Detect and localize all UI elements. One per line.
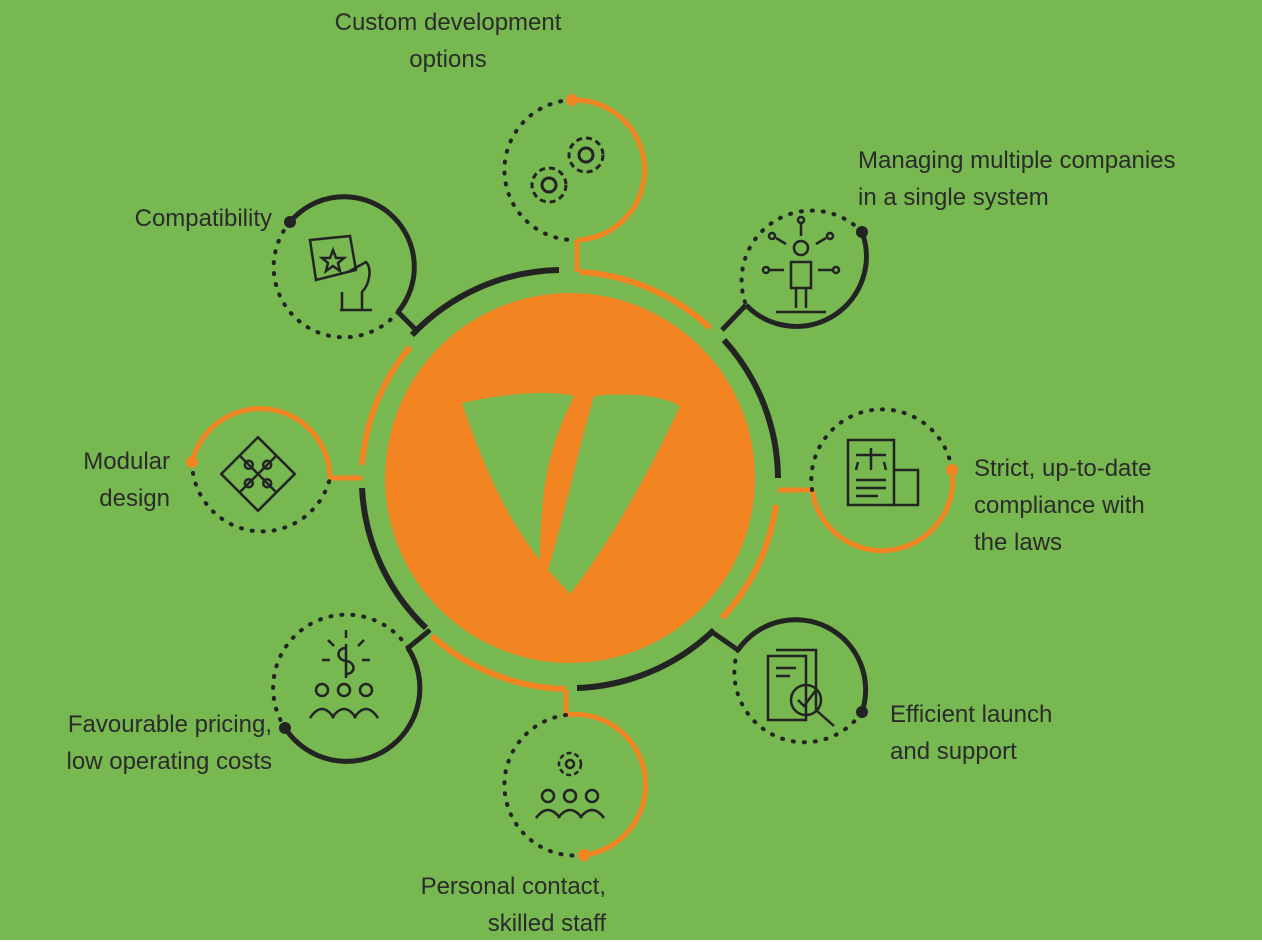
satellite-dotted-arc [732, 648, 864, 745]
label-line: in a single system [858, 184, 1049, 211]
gears-icon [530, 136, 605, 204]
brand-v-shield-logo [462, 392, 680, 594]
label-multiple-companies: Managing multiple companies in a single … [858, 142, 1254, 216]
satellite-launch-support [732, 617, 869, 745]
satellite-personal-contact [502, 711, 649, 861]
ring-arc-bottom-left [429, 633, 567, 692]
label-launch-support: Efficient launch and support [890, 696, 1130, 770]
connector-bottom-left [406, 628, 432, 650]
satellite-compatibility [271, 194, 417, 340]
label-custom-development: Custom development options [300, 4, 596, 78]
satellite-solid-arc [809, 469, 956, 554]
label-line: skilled staff [487, 910, 606, 937]
label-compatibility: Compatibility [60, 200, 272, 237]
satellite-solid-arc [735, 617, 869, 713]
label-line: Managing multiple companies [858, 147, 1176, 174]
label-line: Modular [83, 448, 170, 475]
satellite-dotted-arc [739, 208, 864, 307]
team-dollar-icon [308, 630, 380, 719]
ring-arc-upper-left [359, 345, 413, 466]
satellite-pricing [271, 612, 423, 764]
satellite-compliance [809, 407, 958, 554]
connectors [330, 240, 812, 715]
label-line: Custom development [334, 9, 562, 36]
satellite-modular-design [186, 406, 333, 534]
document-magnifier-check-icon [766, 648, 835, 727]
label-line: Efficient launch [890, 701, 1053, 728]
ring-arc-bottom [576, 627, 717, 691]
satellite-endpoint-dot [946, 464, 958, 476]
satellite-solid-arc [282, 646, 423, 764]
team-gear-icon [535, 751, 605, 819]
puzzle-icon [219, 435, 297, 513]
label-line: Compatibility [134, 205, 272, 232]
ring-arc-left [359, 487, 429, 631]
label-line: Favourable pricing, [67, 711, 272, 738]
legal-document-scales-icon [846, 438, 920, 507]
label-line: Strict, up-to-date [974, 455, 1152, 482]
connector-bottom-right [710, 629, 740, 653]
satellite-solid-arc [189, 406, 333, 479]
label-line: design [99, 485, 170, 512]
connector-top-left [396, 310, 420, 334]
connector-top-right [720, 303, 748, 332]
satellite-endpoint-dot [856, 706, 868, 718]
satellite-solid-arc [744, 231, 869, 329]
ring-arc-right [721, 337, 781, 479]
center-ring [359, 267, 781, 692]
label-personal-contact: Personal contact, skilled staff [340, 868, 606, 942]
label-modular-design: Modular design [20, 443, 170, 517]
center-disc [385, 293, 755, 663]
satellite-solid-arc [288, 194, 417, 314]
label-line: the laws [974, 529, 1063, 556]
satellite-dotted-arc [271, 220, 400, 340]
person-network-icon [761, 215, 841, 314]
hand-puzzle-star-icon [308, 234, 372, 312]
label-line: compliance with [974, 492, 1145, 519]
satellite-custom-development [502, 94, 647, 243]
satellite-endpoint-dot [578, 849, 590, 861]
satellite-endpoint-dot [856, 226, 868, 238]
satellite-solid-arc [565, 711, 649, 858]
satellite-endpoint-dot [284, 216, 296, 228]
label-pricing: Favourable pricing, low operating costs [6, 706, 272, 780]
satellite-multiple-companies [739, 208, 869, 329]
label-compliance: Strict, up-to-date compliance with the l… [974, 450, 1234, 561]
satellite-dotted-arc [502, 98, 579, 243]
label-line: and support [890, 738, 1017, 765]
ring-arc-bottom-right [719, 504, 779, 621]
satellite-dotted-arc [502, 713, 586, 858]
label-line: Personal contact, [420, 873, 606, 900]
satellite-dotted-arc [271, 612, 410, 730]
satellite-dotted-arc [809, 407, 954, 492]
label-line: low operating costs [66, 748, 272, 775]
satellite-solid-arc [571, 97, 647, 243]
ring-arc-top [409, 267, 560, 338]
label-line: options [409, 46, 487, 73]
ring-arc-top-right [579, 269, 713, 331]
satellite-endpoint-dot [566, 94, 578, 106]
satellite-endpoint-dot [186, 456, 198, 468]
satellite-endpoint-dot [279, 722, 291, 734]
satellite-dotted-arc [190, 460, 332, 534]
